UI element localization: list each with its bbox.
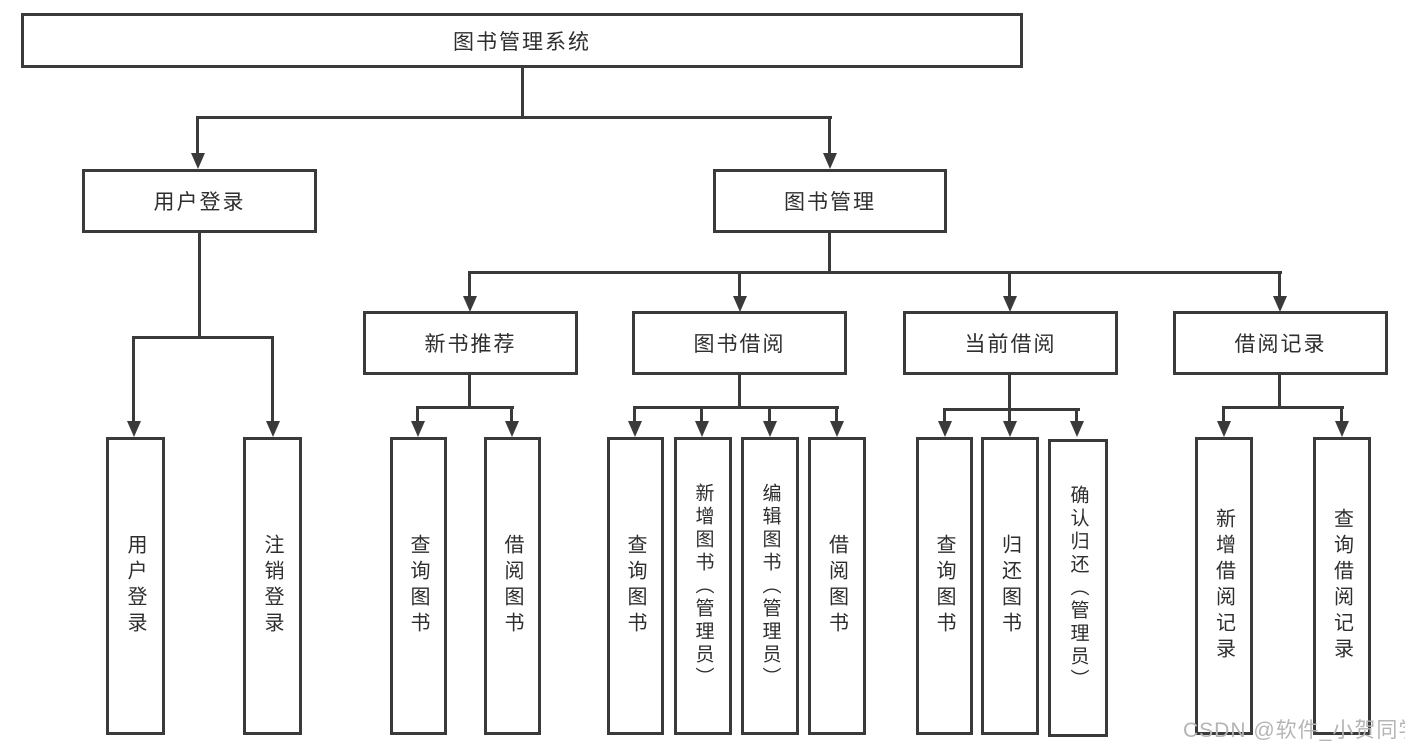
connector-line (1222, 406, 1344, 409)
leaf-current-return-book: 归还图书 (981, 437, 1039, 735)
arrowhead-down-icon (1003, 421, 1017, 437)
connector-line (1222, 406, 1225, 423)
leaf-logout: 注销登录 (243, 437, 302, 735)
leaf-recommend-borrow-book: 借阅图书 (484, 437, 541, 735)
connector-line (1340, 406, 1343, 423)
connector-line (738, 375, 741, 408)
connector-line (416, 406, 514, 409)
node-new-book-recommendation: 新书推荐 (363, 311, 578, 375)
leaf-recommend-query-book: 查询图书 (390, 437, 447, 735)
node-current-borrowing: 当前借阅 (903, 311, 1118, 375)
leaf-records-query-record: 查询借阅记录 (1313, 437, 1371, 735)
connector-line (1008, 271, 1011, 299)
connector-line (943, 408, 946, 423)
leaf-current-query-book: 查询图书 (916, 437, 973, 735)
leaf-records-add-record: 新增借阅记录 (1195, 437, 1253, 735)
connector-line (828, 116, 831, 155)
arrowhead-down-icon (266, 421, 280, 437)
connector-line (633, 406, 839, 409)
arrowhead-down-icon (830, 421, 844, 437)
node-library-system: 图书管理系统 (21, 13, 1023, 68)
connector-line (828, 233, 831, 273)
leaf-borrowing-edit-book-admin: 编辑图书（管理员） (741, 437, 799, 735)
arrowhead-down-icon (733, 296, 747, 312)
leaf-borrowing-query-book: 查询图书 (607, 437, 664, 735)
connector-line (468, 271, 1282, 274)
connector-line (633, 406, 636, 423)
arrowhead-down-icon (1217, 421, 1231, 437)
arrowhead-down-icon (1335, 421, 1349, 437)
connector-line (196, 116, 199, 155)
connector-line (468, 375, 471, 408)
connector-line (1278, 375, 1281, 408)
csdn-watermark: CSDN @软件_小贺同学 (1183, 719, 1405, 742)
node-borrowing-records: 借阅记录 (1173, 311, 1388, 375)
connector-line (468, 271, 471, 299)
connector-line (198, 233, 201, 338)
connector-line (132, 336, 274, 339)
connector-line (1008, 408, 1011, 423)
connector-line (510, 406, 513, 423)
arrowhead-down-icon (763, 421, 777, 437)
connector-line (1075, 408, 1078, 423)
connector-line (416, 406, 419, 423)
arrowhead-down-icon (938, 421, 952, 437)
leaf-borrowing-add-book-admin: 新增图书（管理员） (674, 437, 732, 735)
arrowhead-down-icon (411, 421, 425, 437)
connector-line (835, 406, 838, 423)
arrowhead-down-icon (127, 421, 141, 437)
arrowhead-down-icon (505, 421, 519, 437)
node-book-management: 图书管理 (713, 169, 947, 233)
connector-line (521, 68, 524, 118)
arrowhead-down-icon (463, 296, 477, 312)
arrowhead-down-icon (1003, 296, 1017, 312)
connector-line (738, 271, 741, 299)
node-book-borrowing: 图书借阅 (632, 311, 847, 375)
connector-line (1008, 375, 1011, 410)
connector-line (700, 406, 703, 423)
arrowhead-down-icon (1273, 296, 1287, 312)
leaf-borrowing-borrow-book: 借阅图书 (808, 437, 866, 735)
leaf-current-confirm-return-admin: 确认归还（管理员） (1048, 439, 1108, 737)
node-user-login: 用户登录 (82, 169, 317, 233)
connector-line (271, 336, 274, 423)
arrowhead-down-icon (628, 421, 642, 437)
connector-line (1278, 271, 1281, 299)
arrowhead-down-icon (191, 153, 205, 169)
connector-line (768, 406, 771, 423)
connector-line (196, 116, 832, 119)
arrowhead-down-icon (823, 153, 837, 169)
connector-line (132, 336, 135, 423)
arrowhead-down-icon (695, 421, 709, 437)
leaf-user-login: 用户登录 (106, 437, 165, 735)
arrowhead-down-icon (1070, 421, 1084, 437)
connector-line (943, 408, 1080, 411)
